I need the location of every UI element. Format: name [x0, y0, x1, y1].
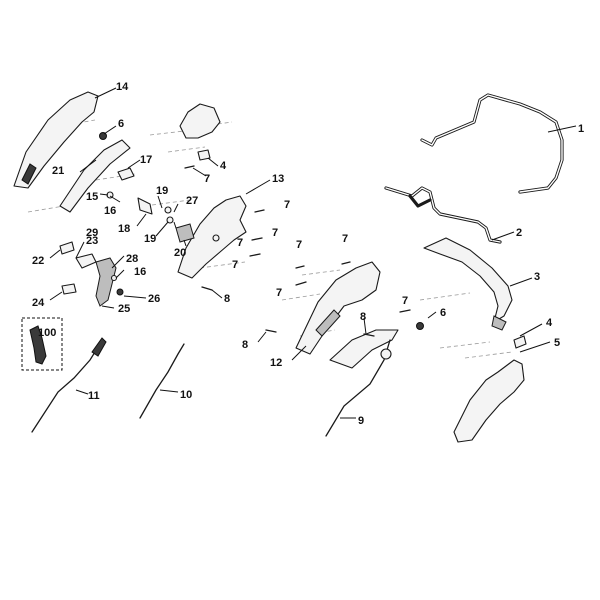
right-handle-frame — [295, 261, 399, 369]
callout-1: 1 — [578, 123, 584, 135]
callout-7-g: 7 — [276, 287, 282, 299]
callout-2: 2 — [516, 227, 522, 239]
callout-14: 14 — [116, 81, 129, 93]
callout-22: 22 — [32, 255, 44, 267]
callout-16-b: 16 — [134, 266, 146, 278]
callout-24: 24 — [32, 297, 45, 309]
upper-handle-tube — [423, 237, 513, 331]
callout-18: 18 — [118, 223, 130, 235]
upper-handle-bar — [420, 93, 564, 194]
callout-23: 23 — [86, 235, 98, 247]
left-upper-frame — [13, 91, 131, 213]
callout-8-b: 8 — [242, 339, 248, 351]
callout-7-b: 7 — [284, 199, 290, 211]
callout-7-e: 7 — [296, 239, 302, 251]
handle-cover — [453, 359, 525, 443]
callout-8-c: 8 — [360, 311, 366, 323]
callout-17: 17 — [140, 154, 152, 166]
callout-7-a: 7 — [204, 173, 210, 185]
callout-25: 25 — [118, 303, 130, 315]
callout-16-a: 16 — [104, 205, 116, 217]
callout-29: 29 — [86, 227, 98, 239]
callout-7-d: 7 — [232, 259, 238, 271]
lower-bail-bar — [384, 186, 502, 244]
small-parts — [59, 132, 527, 349]
callout-7-i: 7 — [237, 237, 243, 249]
callout-9: 9 — [358, 415, 364, 427]
callout-15: 15 — [86, 191, 98, 203]
callout-26: 26 — [148, 293, 160, 305]
callout-21: 21 — [52, 165, 64, 177]
callout-6-right: 6 — [440, 307, 446, 319]
callout-28: 28 — [126, 253, 138, 265]
callout-5: 5 — [554, 337, 560, 349]
callout-11: 11 — [88, 390, 100, 402]
grip-inset — [21, 317, 63, 371]
callout-100: 100 — [38, 327, 56, 339]
callout-20: 20 — [174, 247, 186, 259]
callout-labels: 1 2 3 4 4 5 6 6 7 7 7 7 7 7 7 7 7 8 8 8 … — [32, 81, 584, 427]
screws — [184, 165, 411, 337]
cables — [31, 337, 392, 437]
callout-13: 13 — [272, 173, 284, 185]
left-bracket-plate — [177, 195, 247, 279]
callout-8-a: 8 — [224, 293, 230, 305]
callout-3: 3 — [534, 271, 540, 283]
callout-27: 27 — [186, 195, 198, 207]
callout-12: 12 — [270, 357, 282, 369]
callout-7-h: 7 — [402, 295, 408, 307]
callout-19-b: 19 — [144, 233, 156, 245]
callout-6-left: 6 — [118, 118, 124, 130]
callout-4-right: 4 — [546, 317, 553, 329]
callout-10: 10 — [180, 389, 192, 401]
callout-7-f: 7 — [342, 233, 348, 245]
leader-lines — [49, 87, 577, 419]
callout-19-a: 19 — [156, 185, 168, 197]
callout-4-top: 4 — [220, 160, 227, 172]
callout-7-c: 7 — [272, 227, 278, 239]
top-bracket — [179, 103, 221, 139]
